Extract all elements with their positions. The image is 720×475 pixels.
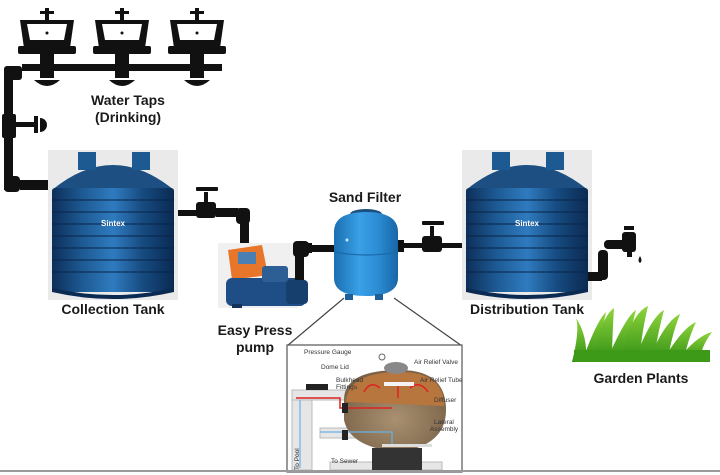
sink-icon [18,8,76,86]
callout-to-sewer: To Sewer [331,458,359,465]
tank-brand-logo: Sintex [101,219,126,228]
tank-brand-logo: Sintex [515,219,540,228]
callout-air-relief-tube: Air Relief Tube [420,377,463,384]
pipe-pump-to-filter [293,241,334,280]
callout-dome-lid: Dome Lid [321,364,349,371]
detail-callout-lines [286,297,463,347]
distribution-tank-label: Distribution Tank [469,301,585,317]
callout-to-pool: To Pool [294,448,301,470]
water-taps-label-line2: (Drinking) [94,109,162,125]
easy-press-pump [218,243,308,308]
callout-diffuser: Diffuser [434,397,457,404]
callout-bulkhead-1: Bulkhead [336,377,363,384]
water-taps-label-line1: Water Taps [91,92,165,108]
pump-label: Easy Press pump [210,322,300,356]
pump-label-line2: pump [235,339,275,355]
callout-lateral-1: Lateral [434,419,454,426]
sink-icon [168,8,226,86]
garden-grass [572,306,712,362]
collection-tank-label: Collection Tank [61,301,165,317]
water-taps-label: Water Taps (Drinking) [88,92,168,126]
sand-filter-label: Sand Filter [328,189,402,205]
sand-filter [333,209,399,300]
distribution-tank: Sintex [462,150,592,300]
callout-lateral-2: Assembly [430,426,459,433]
garden-plants-label: Garden Plants [593,370,689,386]
outlet-tap-icon [588,226,642,281]
pipe-tank-to-pump [178,187,250,248]
bottom-divider [0,470,720,472]
water-taps-group [18,8,226,86]
collection-tank: Sintex [48,150,178,300]
callout-air-relief-valve: Air Relief Valve [414,359,458,366]
sink-icon [93,8,151,86]
pump-label-line1: Easy Press [217,322,293,338]
callout-bulkhead-2: Fittings [336,384,358,391]
filter-cross-section: Pressure Gauge Dome Lid Air Relief Valve… [286,344,463,473]
pipe-filter-to-distribution [398,221,462,252]
pipe-taps-to-tank [2,64,222,192]
callout-pressure-gauge: Pressure Gauge [304,349,352,356]
